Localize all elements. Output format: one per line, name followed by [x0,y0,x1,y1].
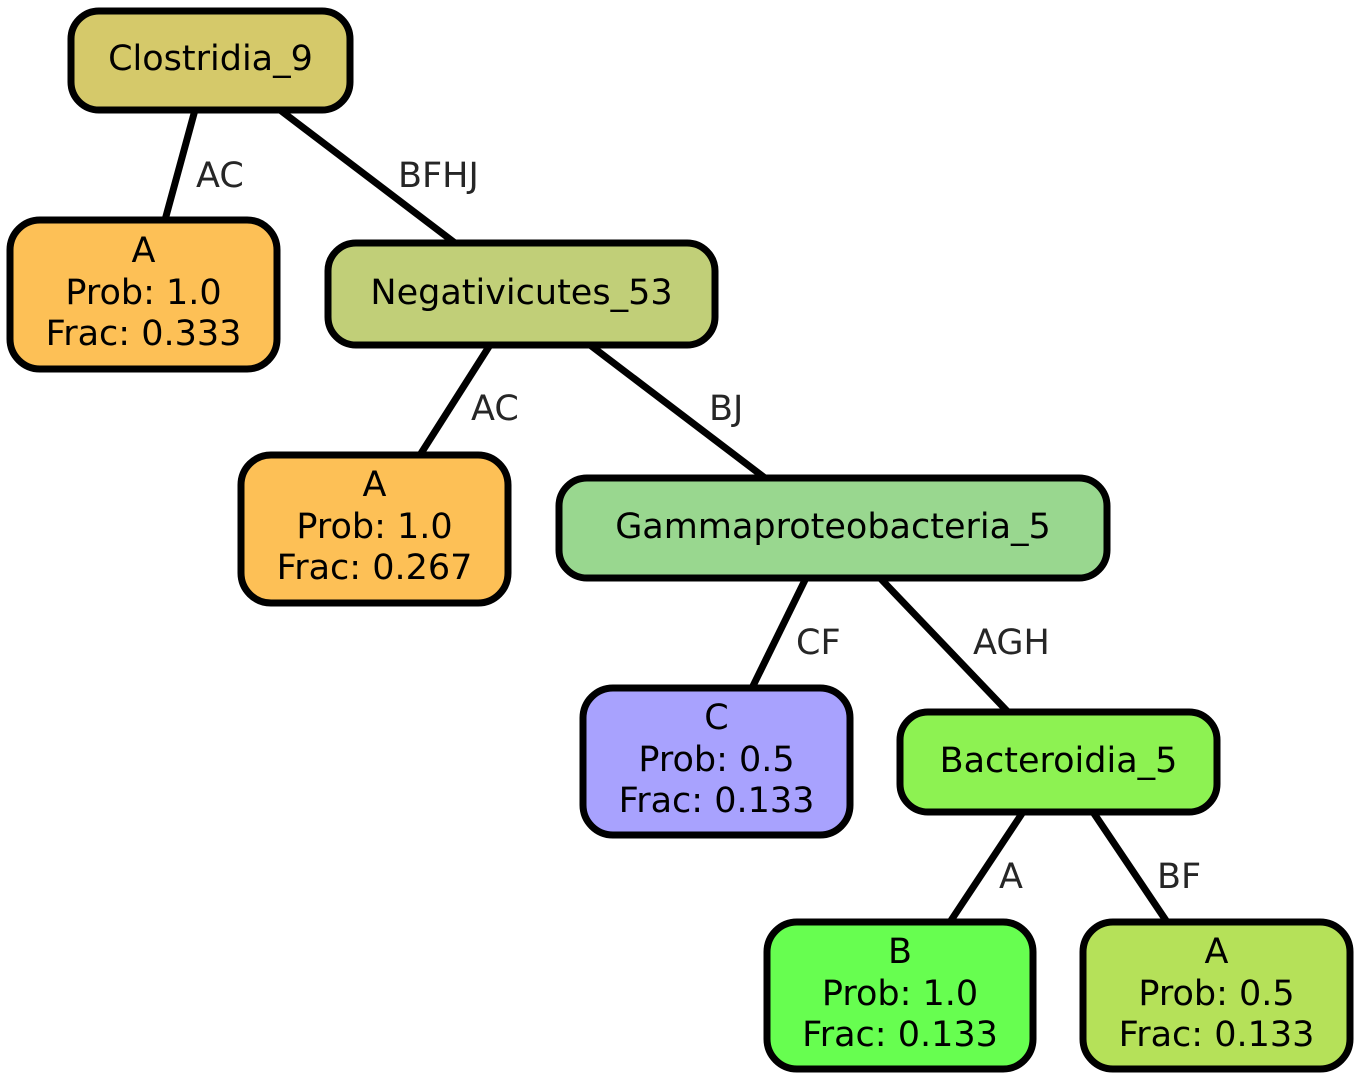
node-box [579,684,854,839]
edge-gamma-to-c [748,576,810,690]
node-label: Negativicutes_53 [370,273,672,313]
leaf-frac: Frac: 0.333 [46,314,242,354]
leaf-prob: Prob: 1.0 [65,273,221,313]
edge-negativicutes-to-gamma [587,342,768,481]
leaf-class: C [704,698,728,738]
node-label: Clostridia_9 [108,39,313,79]
edge-label-bacteroidia-to-b: A [999,857,1023,897]
leaf-prob: Prob: 1.0 [822,974,978,1014]
leaf-class: A [1205,932,1229,972]
node-box [896,708,1221,816]
edge-label-negativicutes-to-gamma: BJ [709,389,743,429]
edge-bacteroidia-to-a3 [1090,810,1170,924]
edge-label-gamma-to-bacteroidia: AGH [973,623,1050,663]
leaf-node-a1: A Prob: 1.0 Frac: 0.333 [6,216,281,373]
edge-clostridia-to-negativicutes [277,107,458,246]
node-box [324,239,719,349]
node-box [237,451,512,607]
leaf-class: A [363,465,387,505]
node-box [1079,918,1354,1073]
edge-label-negativicutes-to-a2: AC [471,389,519,429]
node-box [555,474,1111,582]
leaf-frac: Frac: 0.133 [619,781,815,821]
node-clostridia: Clostridia_9 [67,7,354,114]
node-label: Gammaproteobacteria_5 [615,507,1051,547]
node-box [6,216,281,373]
leaf-frac: Frac: 0.133 [802,1015,998,1055]
leaf-class: B [888,932,912,972]
edge-negativicutes-to-a2 [417,343,493,457]
leaf-frac: Frac: 0.133 [1119,1015,1315,1055]
leaf-node-b: B Prob: 1.0 Frac: 0.133 [763,918,1037,1073]
node-gammaproteobacteria: Gammaproteobacteria_5 [555,474,1111,582]
leaf-prob: Prob: 1.0 [296,507,452,547]
leaf-node-a3: A Prob: 0.5 Frac: 0.133 [1079,918,1354,1073]
node-box [763,918,1037,1073]
node-bacteroidia: Bacteroidia_5 [896,708,1221,816]
node-label: Bacteroidia_5 [940,741,1178,781]
leaf-node-a2: A Prob: 1.0 Frac: 0.267 [237,451,512,607]
edge-label-clostridia-to-a1: AC [196,156,244,196]
edges [161,107,1170,924]
edge-labels: AC BFHJ AC BJ CF AGH A BF [196,156,1201,897]
leaf-prob: Prob: 0.5 [638,740,794,780]
edge-label-bacteroidia-to-a3: BF [1157,857,1201,897]
leaf-class: A [132,231,156,271]
edge-clostridia-to-a1 [161,109,199,221]
node-negativicutes: Negativicutes_53 [324,239,719,349]
leaf-prob: Prob: 0.5 [1138,974,1294,1014]
edge-bacteroidia-to-b [947,810,1026,924]
node-box [67,7,354,114]
edge-label-gamma-to-c: CF [796,623,841,663]
edge-label-clostridia-to-negativicutes: BFHJ [398,156,479,196]
leaf-node-c: C Prob: 0.5 Frac: 0.133 [579,684,854,839]
edge-gamma-to-bacteroidia [877,575,1011,715]
leaf-frac: Frac: 0.267 [277,548,473,588]
